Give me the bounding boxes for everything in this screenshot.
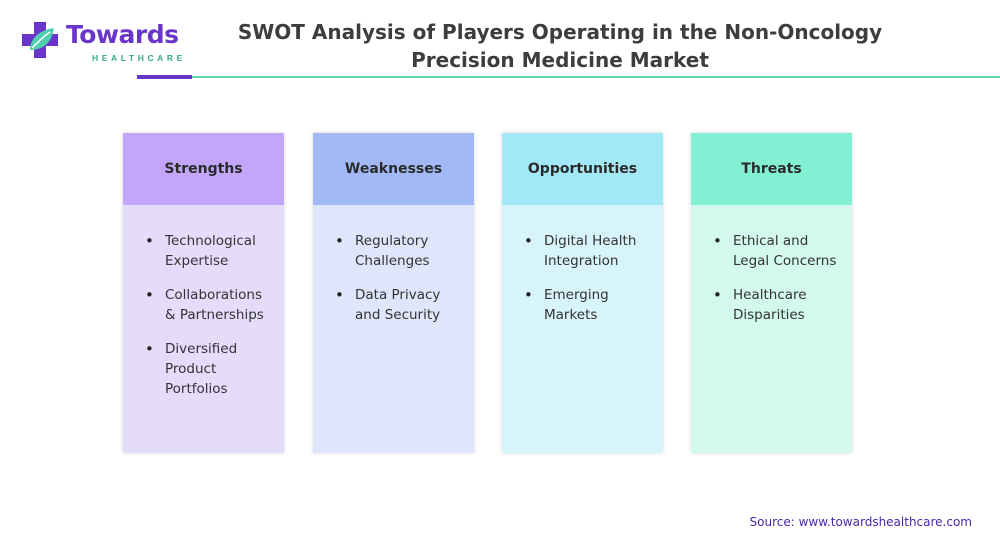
- page-title: SWOT Analysis of Players Operating in th…: [215, 18, 905, 74]
- strengths-body: Technological Expertise Collaborations &…: [123, 205, 284, 453]
- list-item: Diversified Product Portfolios: [145, 339, 276, 399]
- threats-body: Ethical and Legal Concerns Healthcare Di…: [691, 205, 852, 453]
- weaknesses-heading: Weaknesses: [313, 133, 474, 205]
- threats-card: Threats Ethical and Legal Concerns Healt…: [691, 133, 852, 453]
- brand-logo: Towards HEALTHCARE: [20, 18, 182, 68]
- list-item: Emerging Markets: [524, 285, 655, 325]
- logo-wordmark: Towards: [66, 20, 179, 49]
- weaknesses-list: Regulatory Challenges Data Privacy and S…: [335, 231, 466, 325]
- source-link[interactable]: Source: www.towardshealthcare.com: [749, 515, 972, 529]
- list-item: Healthcare Disparities: [713, 285, 844, 325]
- threats-heading: Threats: [691, 133, 852, 205]
- title-line-2: Precision Medicine Market: [411, 48, 709, 72]
- header-rule: [192, 76, 1000, 78]
- list-item: Digital Health Integration: [524, 231, 655, 271]
- weaknesses-body: Regulatory Challenges Data Privacy and S…: [313, 205, 474, 453]
- strengths-heading: Strengths: [123, 133, 284, 205]
- threats-list: Ethical and Legal Concerns Healthcare Di…: [713, 231, 844, 325]
- header-rule-accent: [137, 75, 192, 79]
- opportunities-list: Digital Health Integration Emerging Mark…: [524, 231, 655, 325]
- list-item: Regulatory Challenges: [335, 231, 466, 271]
- strengths-list: Technological Expertise Collaborations &…: [145, 231, 276, 399]
- opportunities-heading: Opportunities: [502, 133, 663, 205]
- opportunities-body: Digital Health Integration Emerging Mark…: [502, 205, 663, 453]
- strengths-card: Strengths Technological Expertise Collab…: [123, 133, 284, 453]
- logo-tagline: HEALTHCARE: [92, 53, 186, 63]
- list-item: Collaborations & Partnerships: [145, 285, 276, 325]
- opportunities-card: Opportunities Digital Health Integration…: [502, 133, 663, 453]
- weaknesses-card: Weaknesses Regulatory Challenges Data Pr…: [313, 133, 474, 453]
- medical-cross-leaf-icon: [22, 22, 58, 58]
- list-item: Ethical and Legal Concerns: [713, 231, 844, 271]
- title-line-1: SWOT Analysis of Players Operating in th…: [237, 20, 883, 44]
- list-item: Technological Expertise: [145, 231, 276, 271]
- list-item: Data Privacy and Security: [335, 285, 466, 325]
